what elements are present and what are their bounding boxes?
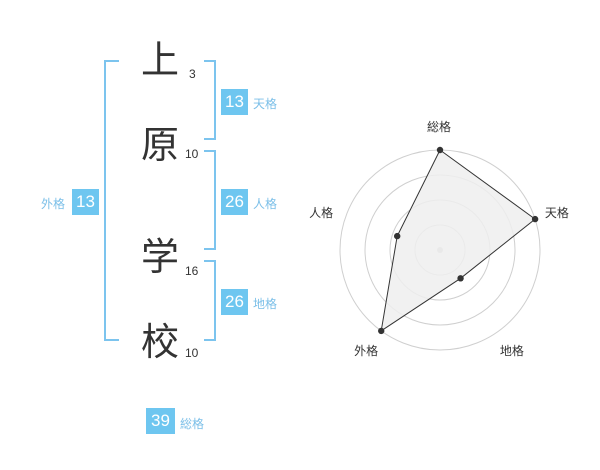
- radar-polygon: [380, 149, 536, 332]
- radar-points: [378, 146, 539, 335]
- radar-point-3: [457, 275, 464, 282]
- radar-axis-label-5: 人格: [309, 205, 334, 220]
- radar-point-2: [531, 215, 539, 223]
- jinkaku-label: 人格: [253, 197, 278, 211]
- kanji-char-1: 上: [140, 38, 179, 82]
- stroke-count-3: 16: [185, 264, 199, 278]
- chikaku-value-box: 26: [221, 289, 248, 315]
- stroke-count-2: 10: [185, 147, 199, 161]
- gaikaku-value-box: 13: [72, 189, 99, 215]
- stroke-count-4: 10: [185, 346, 199, 360]
- jinkaku-value-box: 26: [221, 189, 248, 215]
- kanji-char-4: 校: [140, 320, 179, 364]
- radar-point-1: [436, 146, 444, 154]
- chikaku-label: 地格: [253, 297, 278, 311]
- soukaku-value-box: 39: [146, 408, 175, 434]
- radar-axis-label-4: 外格: [354, 344, 379, 359]
- kanji-char-3: 学: [140, 235, 179, 279]
- soukaku-label: 総格: [180, 417, 205, 431]
- radar-axis-label-2: 天格: [544, 205, 569, 220]
- tenkaku-value-box: 13: [221, 89, 248, 115]
- gaikaku-label: 外格: [41, 197, 66, 211]
- radar-axis-label-3: 地格: [499, 344, 524, 359]
- radar-point-4: [378, 327, 385, 335]
- stroke-count-1: 3: [189, 67, 196, 81]
- radar-point-5: [394, 232, 401, 240]
- kanji-char-2: 原: [140, 123, 179, 167]
- radar-axis-label-1: 総格: [427, 120, 452, 134]
- tenkaku-label: 天格: [253, 97, 278, 111]
